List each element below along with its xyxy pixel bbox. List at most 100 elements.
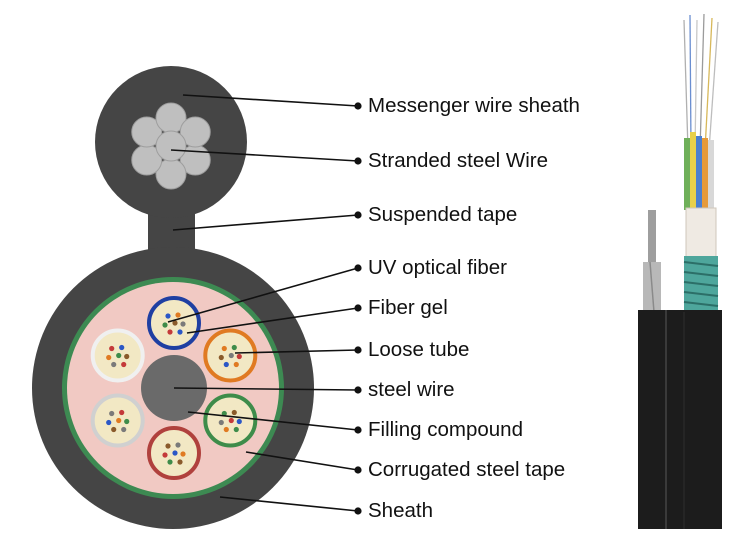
optical-fiber <box>221 345 227 352</box>
optical-fiber <box>116 352 122 359</box>
leader-dots <box>354 102 362 515</box>
optical-fiber <box>162 322 168 328</box>
leader-dot <box>354 507 362 515</box>
colored-loose-tubes <box>684 132 714 210</box>
leader-dot <box>354 102 362 110</box>
optical-fiber <box>165 313 171 319</box>
leader-line-filling-compound <box>187 411 359 431</box>
label-sheath: Sheath <box>368 499 433 522</box>
optical-fiber <box>233 361 239 368</box>
fiber <box>689 14 692 151</box>
label-uv-optical-fiber: UV optical fiber <box>368 256 508 279</box>
optical-fiber <box>111 426 117 433</box>
leader-line-suspended-tape <box>172 214 359 231</box>
label-filling-compound: Filling compound <box>368 418 523 441</box>
optical-fiber <box>106 419 112 426</box>
loose-tubes <box>90 296 258 480</box>
fiber <box>699 13 705 151</box>
leader-line-corrugated-tape <box>245 451 359 471</box>
leader-line-steel-wire <box>173 387 359 391</box>
optical-fiber <box>231 409 237 416</box>
steel-strand <box>179 116 211 148</box>
optical-fiber <box>109 410 115 417</box>
optical-fiber <box>233 426 239 433</box>
label-corrugated-steel-tape: Corrugated steel tape <box>368 458 566 481</box>
optical-fiber <box>180 321 186 327</box>
optical-fiber <box>167 459 173 465</box>
leader-dot <box>354 386 362 394</box>
optical-fiber <box>175 312 181 318</box>
optical-fiber <box>106 354 112 361</box>
optical-fiber <box>228 417 234 424</box>
optical-fiber <box>121 426 127 433</box>
optical-fiber <box>223 361 229 368</box>
exposed-fibers <box>683 13 719 151</box>
black-jacket <box>638 310 722 529</box>
optical-fiber <box>236 353 242 360</box>
leader-dot <box>354 346 362 354</box>
optical-fiber <box>119 344 125 351</box>
leader-line-loose-tube <box>234 349 359 354</box>
optical-fiber <box>167 329 173 335</box>
label-stranded-steel-wire: Stranded steel Wire <box>368 149 549 172</box>
leader-line-stranded-wire <box>170 149 359 162</box>
optical-fiber <box>119 409 125 416</box>
optical-fiber <box>121 361 127 368</box>
leader-dot <box>354 157 362 165</box>
tube-blue <box>696 136 702 210</box>
leader-dot <box>354 466 362 474</box>
messenger-wire-assembly <box>95 66 247 265</box>
tube-green <box>684 138 690 210</box>
optical-fiber <box>177 459 183 465</box>
optical-fiber <box>116 417 122 424</box>
tube-orange <box>702 138 708 210</box>
optical-fiber <box>124 353 130 360</box>
leader-line-uv-fiber <box>167 267 359 323</box>
label-steel-wire: steel wire <box>368 378 455 401</box>
leader-dot <box>354 304 362 312</box>
optical-fiber <box>172 320 178 326</box>
optical-fiber <box>175 442 181 448</box>
fiber <box>708 21 719 151</box>
fiber <box>683 19 689 151</box>
optical-fiber <box>223 426 229 433</box>
leader-dot <box>354 211 362 219</box>
main-cable-body <box>32 247 314 529</box>
label-loose-tube: Loose tube <box>368 338 470 361</box>
optical-fiber <box>218 419 224 426</box>
optical-fiber <box>231 344 237 351</box>
cable-photo <box>638 13 722 529</box>
optical-fiber <box>218 354 224 361</box>
optical-fiber <box>165 443 171 449</box>
tube-yellow <box>690 132 696 210</box>
optical-fiber <box>111 361 117 368</box>
optical-fiber <box>124 418 130 425</box>
leader-line-messenger-sheath <box>182 94 359 107</box>
leader-line-sheath <box>219 496 359 512</box>
label-fiber-gel: Fiber gel <box>368 296 448 319</box>
leader-lines <box>167 94 359 512</box>
leader-line-fiber-gel <box>186 307 359 334</box>
leader-dot <box>354 426 362 434</box>
messenger-strand <box>648 210 656 270</box>
armor-ridges <box>683 261 719 307</box>
optical-fiber <box>177 329 183 335</box>
optical-fiber <box>228 352 234 359</box>
optical-fiber <box>236 418 242 425</box>
optical-fiber <box>221 410 227 417</box>
water-blocking-tape <box>685 207 717 259</box>
steel-strand-center <box>155 130 187 162</box>
optical-fiber <box>172 450 178 456</box>
tube-white <box>708 140 714 210</box>
fiber <box>704 17 713 151</box>
steel-strand <box>131 116 163 148</box>
optical-fiber <box>109 345 115 352</box>
leader-dot <box>354 264 362 272</box>
label-messenger-wire-sheath: Messenger wire sheath <box>368 94 580 117</box>
optical-fiber <box>162 452 168 458</box>
fiber <box>694 19 698 151</box>
label-suspended-tape: Suspended tape <box>368 203 518 226</box>
optical-fiber <box>180 451 186 457</box>
